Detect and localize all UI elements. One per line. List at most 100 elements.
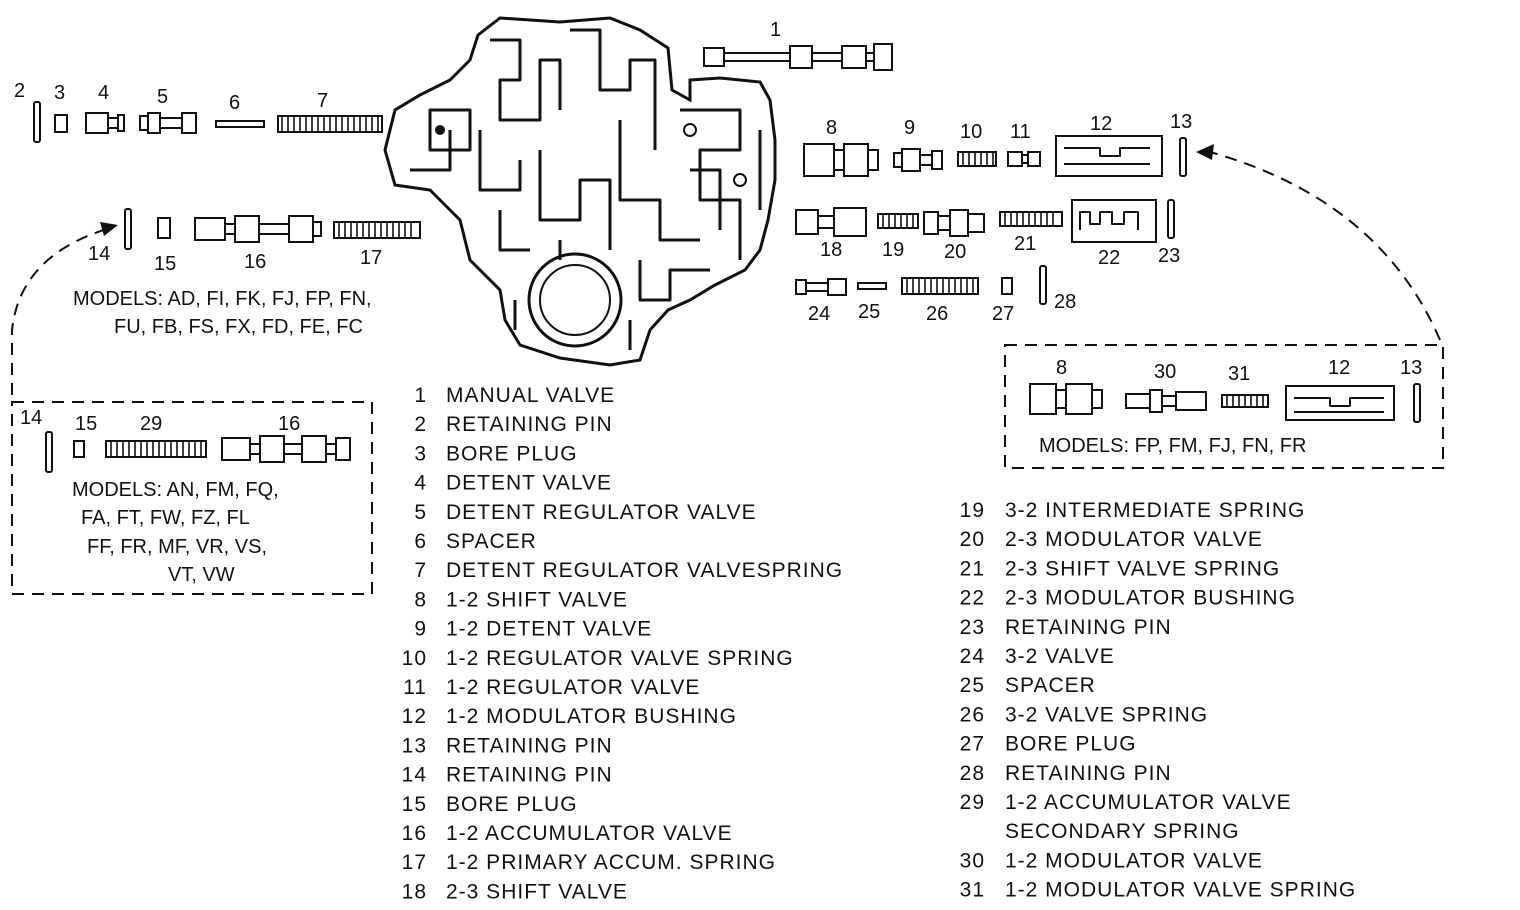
part-25-spacer [857,282,887,290]
legend-number: 9 [414,618,427,641]
callout-19: 19 [882,239,904,261]
callout-9: 9 [904,117,915,139]
legend-label: 1-2 REGULATOR VALVE [446,676,700,699]
legend-label: RETAINING PIN [446,413,613,436]
callout-10: 10 [960,121,982,143]
callout-6: 6 [229,92,240,114]
legend-number: 5 [414,501,427,524]
legend-number: 30 [960,849,985,872]
legend-number: 2 [414,413,427,436]
left-callout-29: 29 [140,413,162,435]
part-20-2-3-modulator-valve [923,209,985,237]
part-14-retaining-pin [124,208,132,250]
right-models: MODELS: FP, FM, FJ, FN, FR [1039,435,1306,457]
part-24-3-2-valve [795,278,847,296]
callout-7: 7 [317,90,328,112]
part-13-retaining-pin [1179,137,1187,177]
valve-body-casting [383,16,777,367]
callout-2: 2 [14,80,25,102]
legend-number: 24 [960,645,985,668]
callout-26: 26 [926,303,948,325]
part-19-spring [877,213,919,229]
left-part-16-valve [221,435,351,463]
legend-number: 28 [960,762,985,785]
legend-label: DETENT VALVE [446,472,612,495]
callout-12: 12 [1090,113,1112,135]
legend-label: 1-2 SHIFT VALVE [446,588,628,611]
legend-number: 12 [402,705,427,728]
part-16-1-2-accumulator-valve [194,215,322,243]
part-6-spacer [215,120,265,128]
legend-number: 14 [402,764,427,787]
legend-number: 17 [402,851,427,874]
legend-label: 3-2 VALVE [1005,645,1115,668]
part-28-retaining-pin [1039,265,1047,305]
legend-label: 1-2 ACCUMULATOR VALVE [1005,791,1292,814]
legend-label: 3-2 INTERMEDIATE SPRING [1005,499,1305,522]
legend-number: 8 [414,588,427,611]
legend-label: 1-2 MODULATOR BUSHING [446,705,737,728]
legend-label: BORE PLUG [446,793,578,816]
legend-label: BORE PLUG [446,442,578,465]
legend-number: 27 [960,733,985,756]
legend-label: 2-3 SHIFT VALVE [446,880,628,903]
callout-23: 23 [1158,245,1180,267]
callout-22: 22 [1098,247,1120,269]
legend-number: 25 [960,674,985,697]
right-dashed-arrow [1209,151,1441,341]
legend-number: 7 [414,559,427,582]
legend-number: 23 [960,616,985,639]
part-7-spring [277,115,383,133]
legend-label: MANUAL VALVE [446,384,615,407]
legend-label: 2-3 SHIFT VALVE SPRING [1005,557,1280,580]
legend-number: 29 [960,791,985,814]
callout-11: 11 [1010,121,1031,143]
legend-label: 3-2 VALVE SPRING [1005,703,1208,726]
legend-label: 2-3 MODULATOR BUSHING [1005,587,1296,610]
left-dashed-arrow [11,227,111,395]
right-arrowhead [1196,144,1214,160]
legend-number: 22 [960,587,985,610]
callout-3: 3 [54,82,65,104]
legend-number: 1 [414,384,427,407]
legend-label: DETENT REGULATOR VALVE [446,501,757,524]
part-1-manual-valve [703,43,893,71]
part-27-bore-plug [1001,277,1013,295]
callout-27: 27 [992,303,1014,325]
callout-13: 13 [1170,111,1192,133]
left-callout-16: 16 [278,413,300,435]
legend-label: 1-2 ACCUMULATOR VALVE [446,822,733,845]
left-models-line4: VT, VW [168,564,235,586]
legend-label: RETAINING PIN [446,764,613,787]
left-arrowhead [100,222,118,236]
left-models-line2: FA, FT, FW, FZ, FL [81,507,250,529]
legend-label: RETAINING PIN [1005,762,1172,785]
legend-label: 1-2 DETENT VALVE [446,618,652,641]
right-alt-parts-box: 8 30 31 12 13 MODELS: FP, FM, FJ, FN, FR [1004,344,1444,469]
legend-number: 18 [402,880,427,903]
callout-17: 17 [360,247,382,269]
legend-label: RETAINING PIN [1005,616,1172,639]
right-part-12-bushing [1285,385,1395,421]
right-callout-31: 31 [1228,363,1250,385]
part-21-spring [999,211,1063,227]
part-15-bore-plug [157,217,171,239]
right-callout-12: 12 [1328,357,1350,379]
callout-14: 14 [88,243,110,265]
legend-label: BORE PLUG [1005,733,1137,756]
part-11-1-2-regulator-valve [1007,151,1041,167]
legend-label: DETENT REGULATOR VALVESPRING [446,559,843,582]
part-8-1-2-shift-valve [803,143,879,177]
left-models-line1: MODELS: AN, FM, FQ, [72,479,279,501]
right-part-13-pin [1413,383,1421,423]
right-callout-13: 13 [1400,357,1422,379]
legend-label: RETAINING PIN [446,734,613,757]
callout-18: 18 [820,239,842,261]
legend-number: 16 [402,822,427,845]
legend-label-continued: SECONDARY SPRING [1005,820,1240,843]
legend-label: 1-2 PRIMARY ACCUM. SPRING [446,851,776,874]
part-5-detent-regulator-valve [139,112,197,134]
legend-label: SPACER [446,530,537,553]
legend-label: SPACER [1005,674,1096,697]
